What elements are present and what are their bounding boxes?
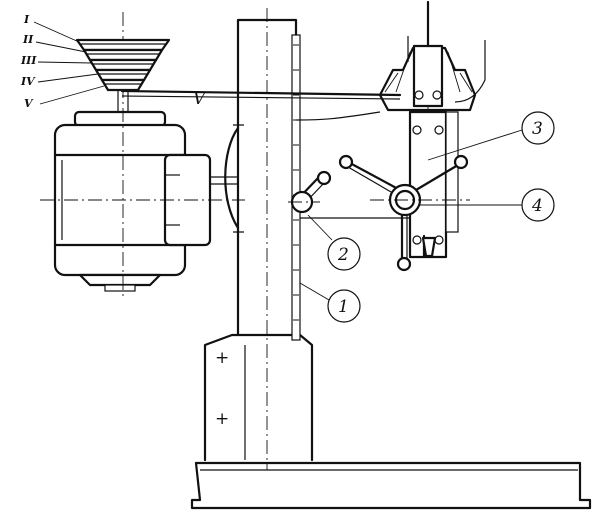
callout-3: 3 [427,111,555,161]
pulley-step-label-5: V [24,97,34,110]
callout-1-label: 1 [338,297,349,317]
callout-2: 2 [307,214,361,271]
pulley-step-label-3: III [20,54,37,67]
machine-base [190,333,592,510]
callout-4: 4 [420,188,555,222]
callout-1: 1 [299,282,361,323]
pulley-step-label-4: IV [20,75,36,88]
callout-2-label: 2 [337,245,349,265]
motor-step-pulley [75,38,171,92]
drive-belt: V [120,89,402,109]
belt-mark: V [193,89,207,109]
motor [40,12,245,300]
pulley-step-label-2: II [22,33,34,46]
column [224,8,301,470]
table-lever [288,170,332,214]
plus-mark-lower: + [215,409,229,429]
pulley-step-label-1: I [23,13,30,26]
callout-4-label: 4 [531,196,543,216]
feed-handles [338,154,469,272]
pulley-step-labels: I II III IV V [20,13,105,110]
plus-mark-upper: + [215,348,229,368]
callout-3-label: 3 [532,119,543,139]
spindle-hub [370,183,470,217]
spindle-head [295,0,486,260]
rack-teeth [293,44,299,321]
